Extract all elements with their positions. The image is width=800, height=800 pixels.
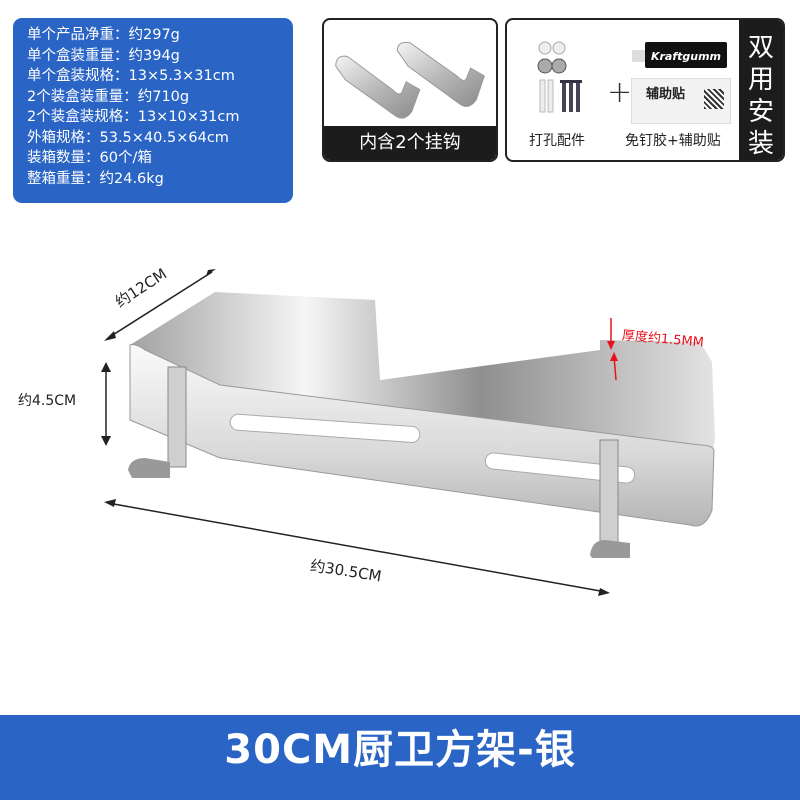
side-char: 用 <box>747 65 774 95</box>
spec-panel: 单个产品净重：约297g 单个盒装重量：约394g 单个盒装规格：13×5.3×… <box>13 18 293 203</box>
assist-sticker-image: 辅助贴 <box>631 78 731 124</box>
spec-line: 单个产品净重：约297g <box>27 27 180 43</box>
product-title-banner: 30CM厨卫方架-银 <box>0 715 800 800</box>
spec-line: 2个装盒装规格：13×10×31cm <box>27 109 240 125</box>
spec-line: 外箱规格：53.5×40.5×64cm <box>27 129 229 146</box>
hooks-label: 内含2个挂钩 <box>324 126 496 160</box>
spec-line: 单个盒装规格：13×5.3×31cm <box>27 68 235 84</box>
dual-install-label: 双 用 安 装 <box>739 20 783 160</box>
side-char: 安 <box>747 97 774 127</box>
glue-tube-image: Kraftgumm <box>632 42 727 68</box>
side-char: 双 <box>747 33 774 63</box>
sticker-title: 辅助贴 <box>646 87 686 102</box>
spec-line: 单个盒装重量：约394g <box>27 47 180 64</box>
qr-code-icon <box>704 89 724 109</box>
spec-line: 装箱数量：60个/箱 <box>27 150 152 166</box>
side-char: 装 <box>747 129 774 159</box>
height-dimension: 约4.5CM <box>18 393 77 409</box>
shelf-product-image <box>101 269 715 596</box>
spec-line: 整箱重量：约24.6kg <box>27 170 164 187</box>
s-hook-image <box>335 41 485 119</box>
spec-line: 2个装盒装重量：约710g <box>27 88 190 105</box>
plus-sign: + <box>607 75 633 110</box>
install-panel: + Kraftgumm 辅助贴 打孔配件 免钉胶+辅助贴 双 用 安 装 <box>505 18 785 162</box>
tube-brand: Kraftgumm <box>645 42 727 68</box>
drill-caption: 打孔配件 <box>529 133 585 149</box>
glue-caption: 免钉胶+辅助贴 <box>625 133 721 149</box>
hooks-panel: 内含2个挂钩 <box>322 18 498 162</box>
drill-accessories-image <box>537 41 582 113</box>
